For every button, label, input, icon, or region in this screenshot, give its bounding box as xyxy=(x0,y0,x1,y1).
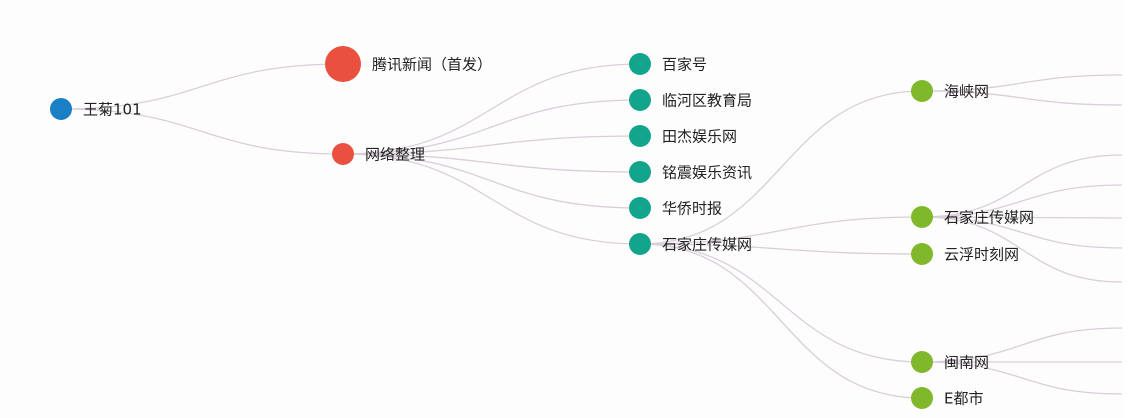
node-circle[interactable] xyxy=(911,243,933,265)
node-label: 临河区教育局 xyxy=(662,92,752,110)
node-circle[interactable] xyxy=(911,387,933,409)
node-circle[interactable] xyxy=(629,197,651,219)
node-level2-3[interactable]: 铭震娱乐资讯 xyxy=(629,161,752,183)
link-l3-l4-1-0 xyxy=(921,154,1123,218)
node-label: 百家号 xyxy=(662,56,707,74)
link-l2-l3-2 xyxy=(639,243,923,255)
link-l3-l4-0-0 xyxy=(921,74,1123,92)
node-level2-5[interactable]: 石家庄传媒网 xyxy=(629,233,752,255)
node-circle[interactable] xyxy=(50,98,72,120)
node-circle[interactable] xyxy=(911,80,933,102)
node-root[interactable]: 王菊101 xyxy=(50,98,142,120)
node-label: 石家庄传媒网 xyxy=(944,209,1034,227)
node-label: 王菊101 xyxy=(83,101,142,119)
link-l3-l4-0-1 xyxy=(921,90,1123,106)
tree-nodes: 王菊101 腾讯新闻（首发） 网络整理 百家号临河区教育局田杰娱乐网铭震娱乐资讯华侨时… xyxy=(50,46,1034,409)
node-level1-0[interactable]: 腾讯新闻（首发） xyxy=(325,46,492,82)
link-root-l1-1 xyxy=(60,108,344,155)
node-label: E都市 xyxy=(944,390,983,408)
link-l2-l3-1 xyxy=(639,216,923,245)
node-label: 石家庄传媒网 xyxy=(662,236,752,254)
node-circle[interactable] xyxy=(629,233,651,255)
link-l1-l2-3 xyxy=(342,153,641,173)
link-l1-l2-1 xyxy=(342,99,641,155)
link-l1-l2-0 xyxy=(342,63,641,155)
node-circle[interactable] xyxy=(629,125,651,147)
node-circle[interactable] xyxy=(325,46,361,82)
link-l3-l4-1-4 xyxy=(921,216,1123,283)
node-label: 海峡网 xyxy=(944,83,989,101)
node-level2-0[interactable]: 百家号 xyxy=(629,53,707,75)
link-l1-l2-5 xyxy=(342,153,641,245)
node-level3-3[interactable]: 闽南网 xyxy=(911,351,989,373)
node-level3-1[interactable]: 石家庄传媒网 xyxy=(911,206,1034,228)
node-circle[interactable] xyxy=(629,161,651,183)
link-l2-l3-0 xyxy=(639,90,923,245)
node-level3-4[interactable]: E都市 xyxy=(911,387,983,409)
node-circle[interactable] xyxy=(629,53,651,75)
node-level2-1[interactable]: 临河区教育局 xyxy=(629,89,752,111)
node-label: 华侨时报 xyxy=(662,200,722,218)
node-label: 铭震娱乐资讯 xyxy=(662,164,752,182)
node-label: 闽南网 xyxy=(944,354,989,372)
node-level3-2[interactable]: 云浮时刻网 xyxy=(911,243,1019,265)
link-l2-l3-3 xyxy=(639,243,923,363)
link-l3-l4-1-3 xyxy=(921,216,1123,249)
link-root-l1-0 xyxy=(60,63,344,110)
link-l3-l4-1-2 xyxy=(921,216,1123,219)
node-circle[interactable] xyxy=(629,89,651,111)
link-l1-l2-2 xyxy=(342,135,641,155)
link-l3-l4-3-0 xyxy=(921,327,1123,363)
link-l3-l4-1-1 xyxy=(921,184,1123,218)
link-l2-l3-4 xyxy=(639,243,923,399)
node-circle[interactable] xyxy=(911,206,933,228)
link-l3-l4-3-2 xyxy=(921,361,1123,395)
link-l1-l2-4 xyxy=(342,153,641,209)
node-circle[interactable] xyxy=(332,143,354,165)
node-level3-0[interactable]: 海峡网 xyxy=(911,80,989,102)
node-label: 网络整理 xyxy=(365,146,425,164)
node-level2-4[interactable]: 华侨时报 xyxy=(629,197,722,219)
tree-links xyxy=(60,63,1123,399)
node-label: 腾讯新闻（首发） xyxy=(372,56,492,74)
node-level1-1[interactable]: 网络整理 xyxy=(332,143,425,165)
node-label: 田杰娱乐网 xyxy=(662,128,737,146)
node-circle[interactable] xyxy=(911,351,933,373)
node-label: 云浮时刻网 xyxy=(944,246,1019,264)
node-level2-2[interactable]: 田杰娱乐网 xyxy=(629,125,737,147)
